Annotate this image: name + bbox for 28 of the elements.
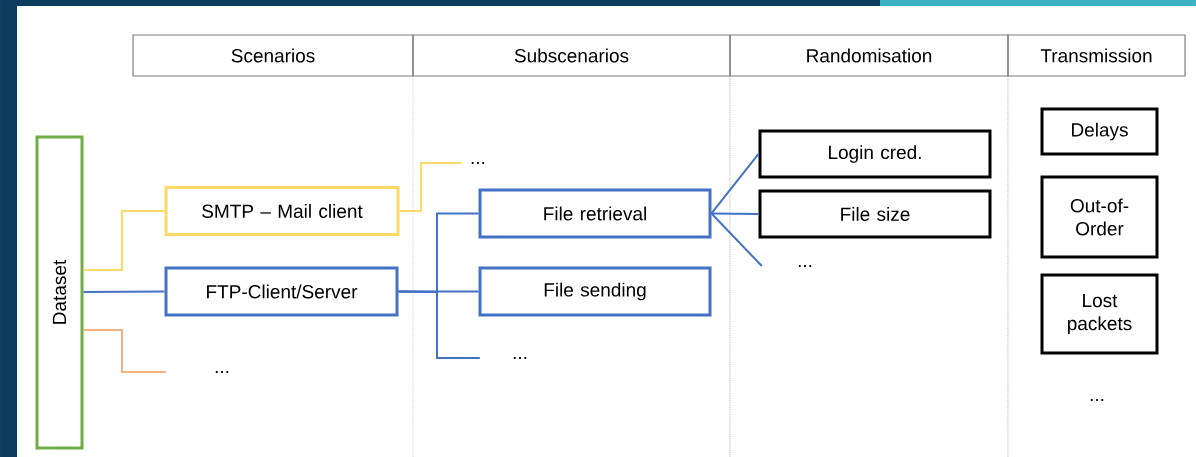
ellipsis-text: ...: [798, 265, 812, 267]
header-cell: Scenarios: [132, 34, 414, 77]
process-box: File sending: [478, 266, 712, 317]
connector-line: [710, 212, 760, 215]
header-cell: Subscenarios: [412, 34, 731, 77]
connector-line: [82, 210, 166, 271]
connector-line: [710, 212, 763, 267]
connector-line: [397, 290, 481, 359]
ellipsis-text: ...: [1090, 399, 1104, 401]
option-box: Delays: [1040, 107, 1159, 156]
ellipsis-text: ...: [471, 162, 485, 164]
scenario-box: SMTP – Mail client: [164, 186, 400, 236]
header-cell: Transmission: [1007, 34, 1186, 77]
connector-line: [710, 153, 760, 215]
process-box: FTP-Client/Server: [164, 266, 399, 317]
connector-line: [398, 162, 463, 212]
option-box: Login cred.: [758, 129, 992, 179]
option-box: Out-of-Order: [1040, 175, 1159, 259]
connector-line: [82, 290, 166, 293]
connector-line: [82, 329, 167, 373]
header-cell: Randomisation: [729, 34, 1009, 77]
dataset-box: Dataset: [35, 135, 84, 450]
process-box: File retrieval: [478, 188, 712, 239]
option-box: File size: [758, 189, 992, 239]
ellipsis-text: ...: [513, 357, 527, 359]
option-box: Lost packets: [1040, 273, 1159, 355]
ellipsis-text: ...: [215, 371, 229, 373]
connector-line: [397, 290, 480, 293]
